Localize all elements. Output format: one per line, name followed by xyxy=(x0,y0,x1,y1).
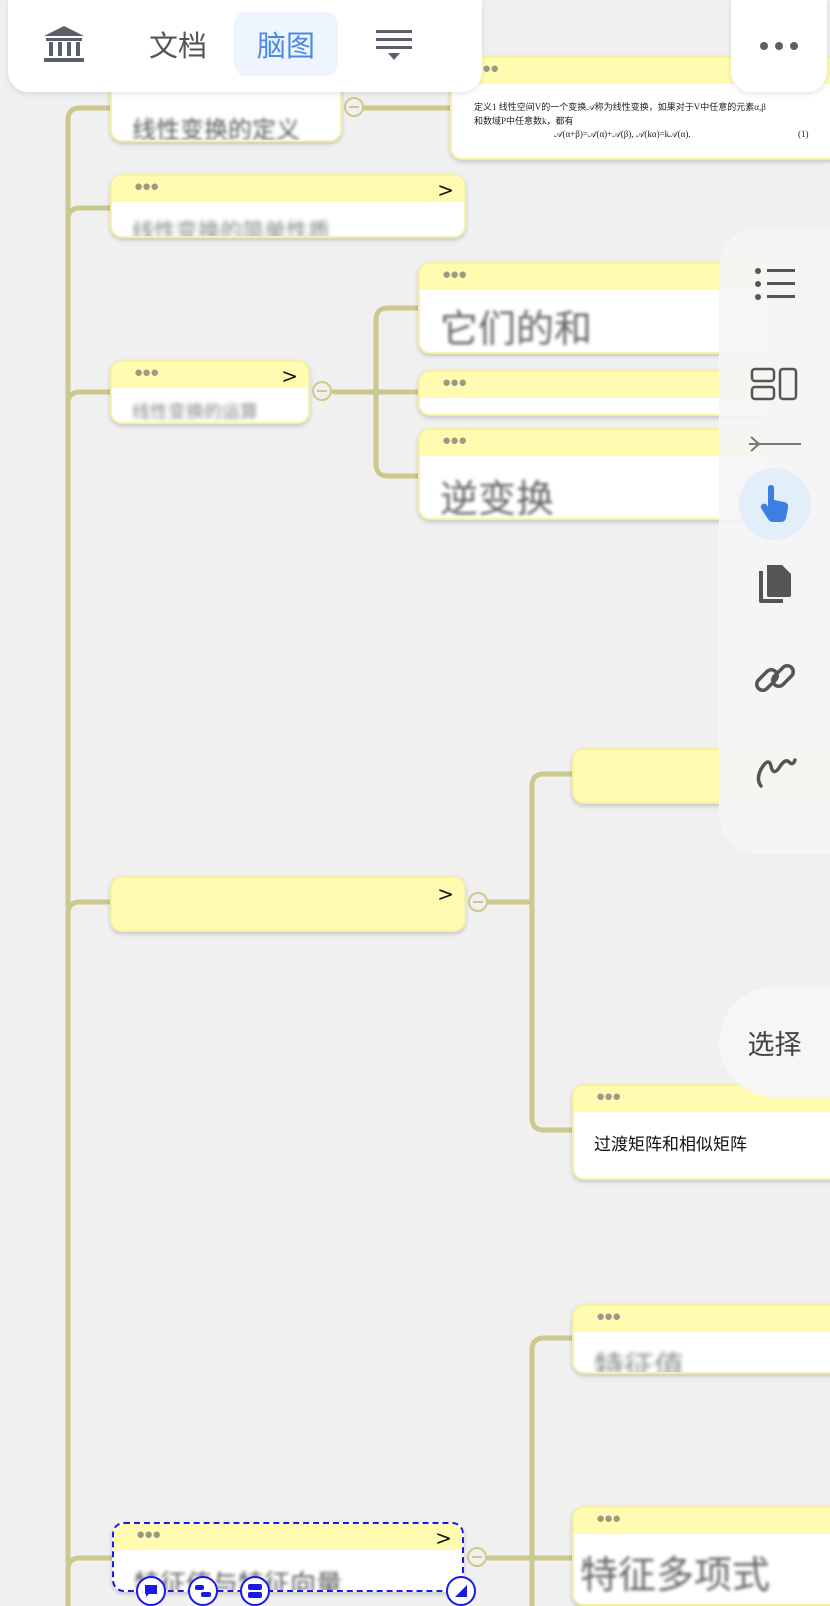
definition-note-formula: 𝒜(α+β)=𝒜(α)+𝒜(β), 𝒜(kα)=k𝒜(α). xyxy=(554,129,691,139)
collapse-toggle-matrix[interactable] xyxy=(468,892,488,912)
node-sum-text: 它们的和 xyxy=(440,309,593,351)
node-properties-text: 线性变换的简单性质 xyxy=(132,219,331,238)
node-operations[interactable]: ●●● > 线性变换的运算 xyxy=(110,360,310,424)
pointer-tool-button[interactable] xyxy=(739,468,811,540)
expand-arrow-icon[interactable]: > xyxy=(437,882,454,906)
node-eigen-text: 特征值与特征向量 xyxy=(134,1569,343,1592)
comment-icon xyxy=(145,1585,157,1597)
definition-note-line2: 和数域P中任意数k，都有 xyxy=(474,116,574,126)
node-menu-dots-icon[interactable]: ●●● xyxy=(442,432,467,449)
add-comment-handle[interactable] xyxy=(136,1576,166,1606)
more-button[interactable] xyxy=(731,0,827,92)
resize-icon xyxy=(455,1585,467,1597)
expand-arrow-icon[interactable]: > xyxy=(281,364,298,388)
link-icon xyxy=(755,664,795,692)
top-toolbar: 文档 脑图 xyxy=(8,0,482,92)
node-menu-dots-icon[interactable]: ●●● xyxy=(596,1510,621,1527)
side-tool-panel xyxy=(719,228,830,854)
node-char-poly[interactable]: ●●● 特征多项式 xyxy=(572,1506,830,1606)
definition-note-line1: 定义1 线性空间V的一个变换𝒜称为线性变换，如果对于V中任意的元素α,β xyxy=(474,102,766,112)
node-menu-dots-icon[interactable]: ●●● xyxy=(442,374,467,391)
select-button[interactable]: 选择 xyxy=(719,987,830,1097)
node-inverse[interactable]: ●●● 逆变换 xyxy=(418,428,772,520)
add-sibling-icon xyxy=(248,1584,262,1598)
node-eigenvalue[interactable]: ●●● 特征值 xyxy=(572,1304,830,1374)
tab-mindmap[interactable]: 脑图 xyxy=(234,12,338,76)
collapse-toggle-definition[interactable] xyxy=(344,97,364,117)
resize-handle[interactable] xyxy=(446,1576,476,1606)
node-transition-matrix-text: 过渡矩阵和相似矩阵 xyxy=(594,1135,747,1154)
node-char-poly-text: 特征多项式 xyxy=(580,1555,771,1597)
node-menu-dots-icon[interactable]: ●●● xyxy=(596,1308,621,1325)
bank-icon xyxy=(44,26,84,62)
node-eigen[interactable]: ●●● > 特征值与特征向量 xyxy=(112,1522,464,1592)
node-menu-dots-icon[interactable]: ●●● xyxy=(442,266,467,283)
expand-arrow-icon[interactable]: > xyxy=(435,1526,452,1550)
node-matrix[interactable]: > xyxy=(110,876,466,932)
node-definition-note[interactable]: ●●● 定义1 线性空间V的一个变换𝒜称为线性变换，如果对于V中任意的元素α,β… xyxy=(450,56,830,160)
outline-button[interactable] xyxy=(350,12,438,76)
line-arrow-icon xyxy=(749,436,801,452)
add-child-handle[interactable] xyxy=(188,1576,218,1606)
node-menu-dots-icon[interactable]: ●●● xyxy=(596,1088,621,1105)
add-sibling-handle[interactable] xyxy=(240,1576,270,1606)
more-horizontal-icon xyxy=(760,42,798,50)
node-eigenvalue-text: 特征值 xyxy=(594,1351,684,1374)
tab-document[interactable]: 文档 xyxy=(148,31,207,63)
line-tool-button[interactable] xyxy=(739,408,811,480)
node-definition-text: 线性变换的定义 xyxy=(132,117,300,142)
definition-note-eqnum: (1) xyxy=(798,129,809,139)
node-sum[interactable]: ●●● 它们的和 xyxy=(418,262,772,354)
node-inverse-text: 逆变换 xyxy=(440,479,555,520)
hand-pointer-icon xyxy=(760,485,789,522)
freehand-draw-icon xyxy=(756,758,797,788)
node-operations-text: 线性变换的运算 xyxy=(132,402,258,422)
link-tool-button[interactable] xyxy=(739,642,811,714)
copy-tool-button[interactable] xyxy=(739,548,811,620)
collapse-toggle-eigen[interactable] xyxy=(467,1547,487,1567)
node-blank[interactable]: ●●● xyxy=(418,370,772,416)
library-button[interactable] xyxy=(20,12,108,76)
copy-icon xyxy=(759,565,791,603)
node-properties[interactable]: ●●● > 线性变换的简单性质 xyxy=(110,174,466,238)
outline-menu-icon xyxy=(376,30,412,60)
layout-tool-button[interactable] xyxy=(739,348,811,420)
list-icon xyxy=(755,268,795,300)
node-menu-dots-icon[interactable]: ●●● xyxy=(136,1526,161,1543)
node-menu-dots-icon[interactable]: ●●● xyxy=(134,364,159,381)
add-child-icon xyxy=(195,1585,211,1597)
expand-arrow-icon[interactable]: > xyxy=(437,178,454,202)
node-transition-matrix[interactable]: ●●● 过渡矩阵和相似矩阵 xyxy=(572,1084,830,1180)
list-tool-button[interactable] xyxy=(739,248,811,320)
collapse-toggle-operations[interactable] xyxy=(312,381,332,401)
node-menu-dots-icon[interactable]: ●●● xyxy=(134,178,159,195)
layout-icon xyxy=(750,367,798,401)
freehand-tool-button[interactable] xyxy=(739,734,811,806)
